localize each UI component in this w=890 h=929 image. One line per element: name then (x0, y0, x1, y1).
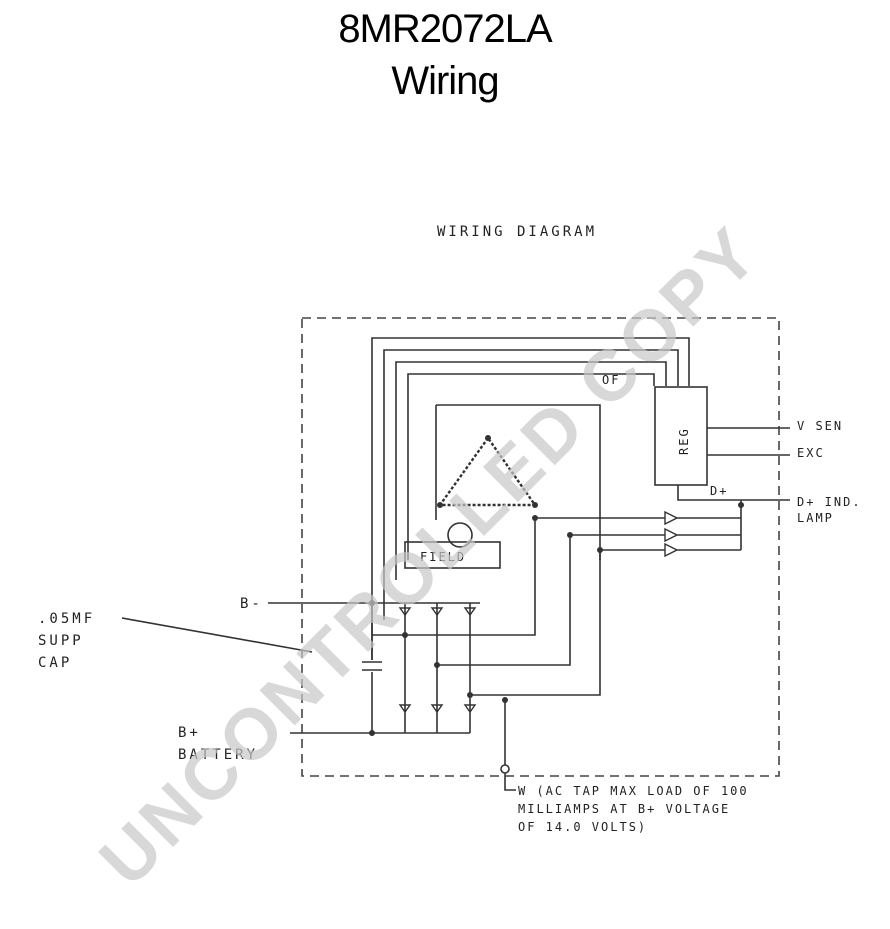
cap-label-3: CAP (38, 655, 72, 671)
phase-a-lead (470, 518, 536, 636)
phase-b-lead (437, 535, 571, 666)
dplus-wire (677, 485, 790, 501)
page-subtitle: Wiring (391, 59, 499, 103)
regulator-block (654, 386, 708, 486)
alternator-housing (301, 317, 780, 777)
cap-leader-line (121, 617, 313, 653)
vsen-label: V SEN (797, 419, 843, 433)
w-leader (504, 773, 516, 791)
dplus-ind-label: D+ IND. (797, 495, 862, 509)
cap-label-1: .05MF (38, 611, 95, 627)
w-label-1: W (AC TAP MAX LOAD OF 100 (518, 784, 749, 798)
lamp-label: LAMP (797, 511, 834, 525)
cap-label-2: SUPP (38, 633, 84, 649)
exc-label: EXC (797, 446, 825, 460)
w-label-2: MILLIAMPS AT B+ VOLTAGE (518, 802, 730, 816)
dplus-label: D+ (710, 484, 728, 498)
field-coil (447, 522, 473, 548)
phase-c-lead (470, 550, 601, 696)
b-minus-label: B- (240, 596, 263, 612)
stator-delta-winding (437, 435, 538, 508)
diagram-heading: WIRING DIAGRAM (437, 224, 597, 240)
stator-loop (436, 404, 601, 560)
page-title: 8MR2072LA (338, 7, 552, 51)
w-terminal (500, 764, 510, 774)
field-box (404, 541, 501, 569)
rectifier-bridge (372, 603, 477, 733)
top-loop-wires (371, 337, 690, 660)
of-label: OF (602, 373, 620, 387)
b-plus-label-1: B+ (178, 725, 201, 741)
w-label-3: OF 14.0 VOLTS) (518, 820, 647, 834)
diode-trio (532, 500, 744, 558)
reg-label: REG (677, 427, 691, 455)
b-plus-label-2: BATTERY (178, 747, 258, 763)
field-label: FIELD (420, 550, 466, 564)
suppression-capacitor (362, 603, 382, 733)
